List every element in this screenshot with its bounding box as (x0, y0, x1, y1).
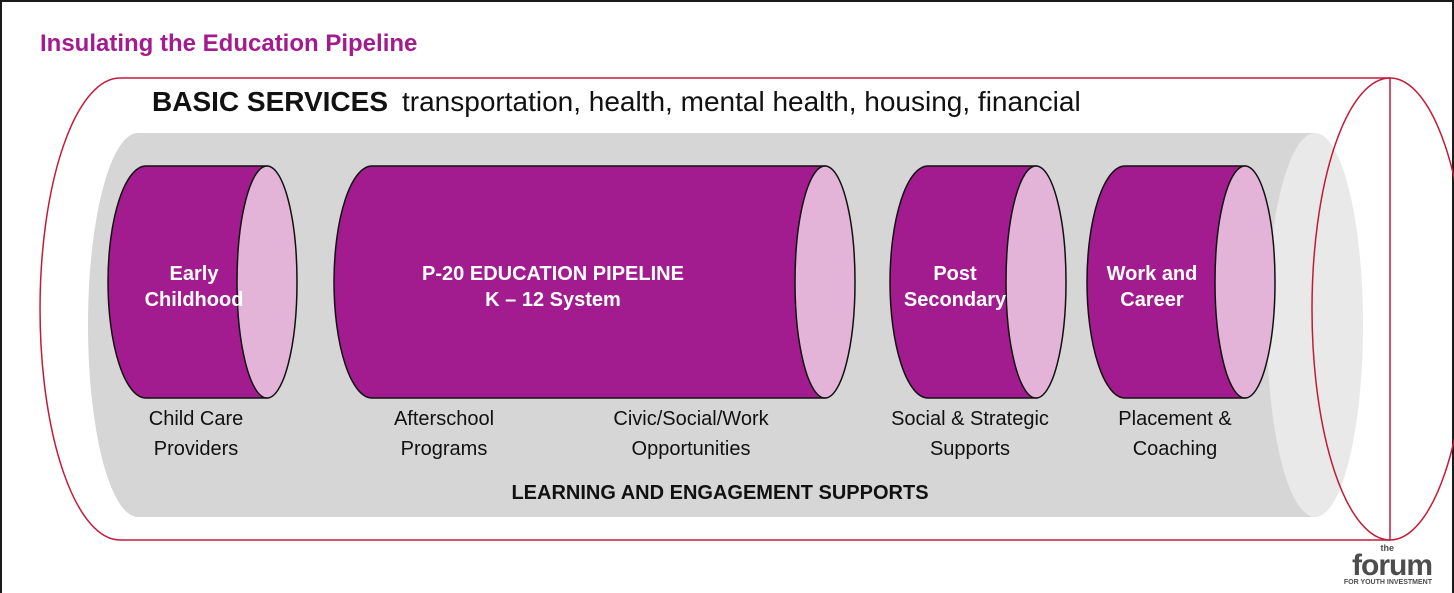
support-civic-social-work: Civic/Social/Work Opportunities (613, 404, 768, 464)
gray-band-end (1267, 133, 1363, 517)
cylinder-label-p20: P-20 EDUCATION PIPELINE K – 12 System (422, 261, 684, 313)
support-label-line: Child Care (148, 408, 244, 430)
support-label-line: Opportunities (631, 438, 751, 460)
support-label-line: Social & Strategic (891, 408, 1049, 430)
support-label-line: Placement & (1118, 408, 1232, 430)
cylinder-label-work-career: Work and Career (1107, 261, 1198, 313)
logo-name: forum (1352, 549, 1433, 582)
cylinder-label-line: Post (933, 263, 977, 285)
support-placement-coaching: Placement & Coaching (1118, 404, 1231, 464)
basic-services-items: transportation, health, mental health, h… (402, 86, 1081, 117)
forum-logo: the forum FOR YOUTH INVESTMENT (1343, 543, 1433, 587)
cylinder-early-childhood (107, 165, 298, 399)
basic-services-heading: BASIC SERVICES (152, 86, 388, 117)
cylinder-label-early-childhood: Early Childhood (145, 261, 244, 313)
support-afterschool: Afterschool Programs (394, 404, 494, 464)
cylinder-label-post-secondary: Post Secondary (904, 261, 1006, 313)
cylinder-label-line: Work and (1106, 263, 1198, 285)
support-label-line: Afterschool (393, 408, 495, 430)
cylinder-label-line: Early (169, 263, 219, 285)
cylinder-p20-education (333, 165, 856, 399)
support-label-line: Programs (400, 438, 488, 460)
logo-tagline: FOR YOUTH INVESTMENT (1343, 579, 1432, 586)
cylinder-work-career (1086, 165, 1276, 399)
frame-top-border (0, 0, 1454, 2)
outer-tube-end (1311, 77, 1454, 541)
support-label-line: Civic/Social/Work (613, 408, 769, 430)
cylinder-label-line: Secondary (903, 289, 1007, 311)
support-label-line: Supports (929, 438, 1011, 460)
support-label-line: Coaching (1132, 438, 1218, 460)
learning-engagement-label: LEARNING AND ENGAGEMENT SUPPORTS (511, 482, 929, 504)
cylinder-label-line: P-20 EDUCATION PIPELINE (422, 263, 684, 285)
support-label-line: Providers (153, 438, 239, 460)
cylinder-label-line: Career (1120, 289, 1184, 311)
cylinder-label-line: K – 12 System (485, 289, 621, 311)
page-title: Insulating the Education Pipeline (40, 30, 418, 57)
support-child-care: Child Care Providers (149, 404, 243, 464)
logo-the: the (1380, 543, 1395, 553)
frame-left-border (0, 0, 2, 593)
frame-right-border (1452, 0, 1454, 593)
support-social-strategic: Social & Strategic Supports (891, 404, 1049, 464)
cylinder-label-line: Childhood (144, 289, 244, 311)
cylinder-post-secondary (889, 165, 1067, 399)
basic-services-line: BASIC SERVICES transportation, health, me… (152, 86, 1081, 118)
